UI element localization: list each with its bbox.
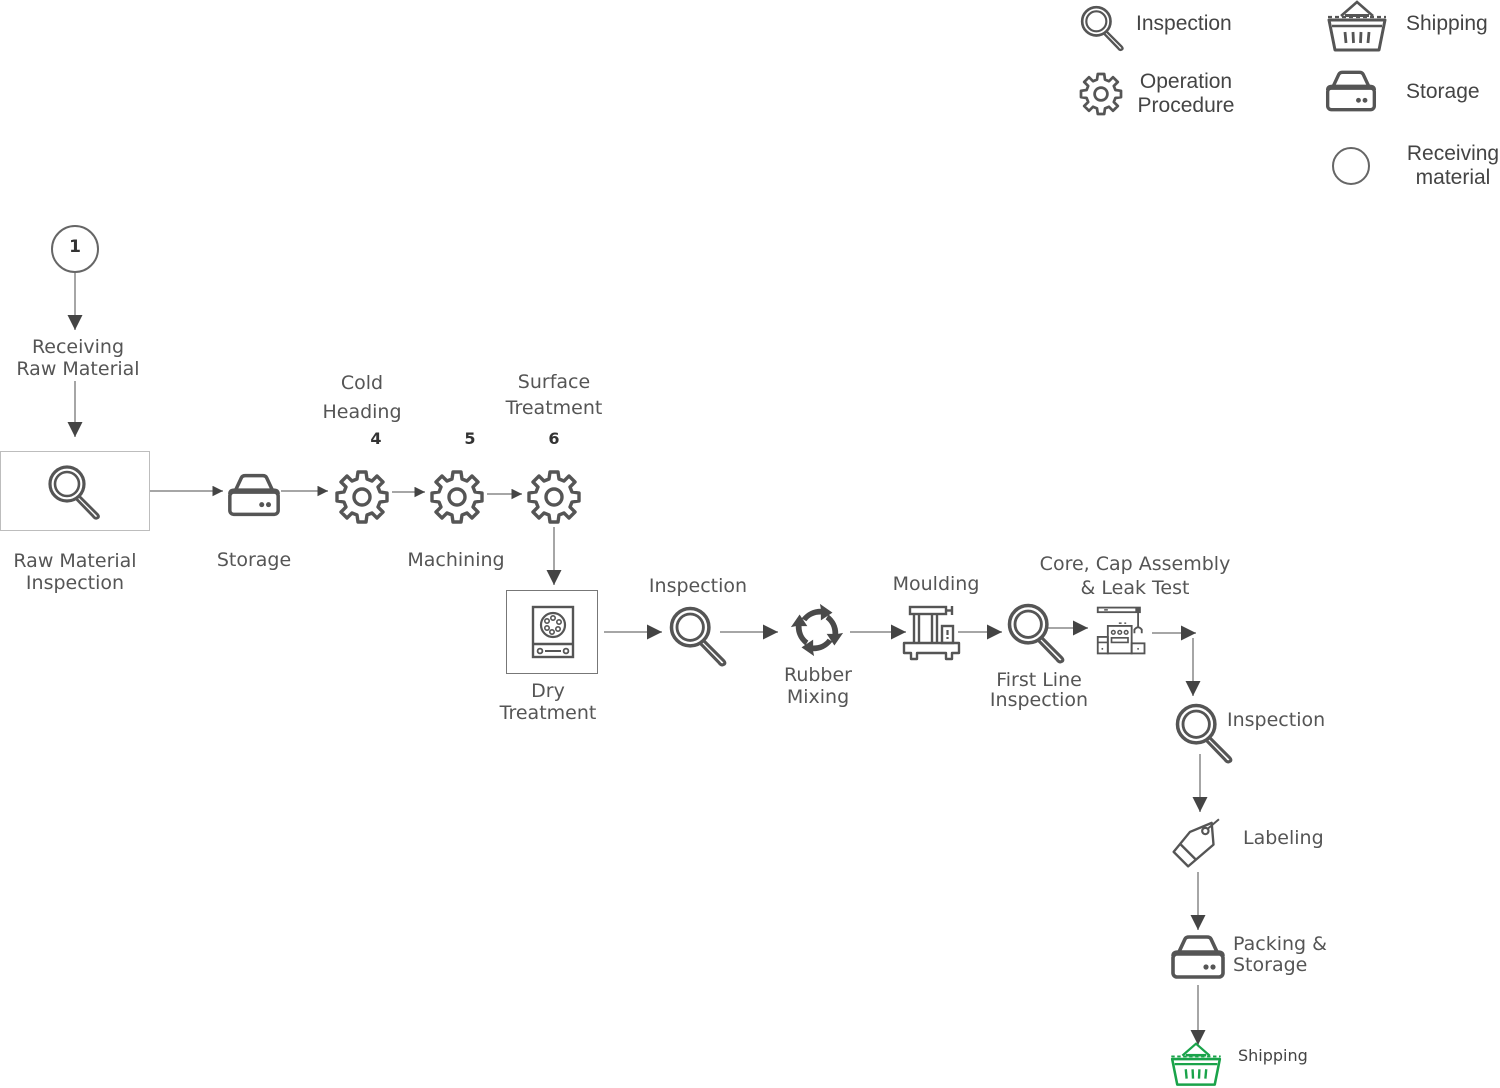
step-label-raw-inspection: Raw Material Inspection <box>13 550 137 594</box>
assembly-machine-icon[interactable] <box>1095 603 1150 658</box>
moulding-machine-icon[interactable] <box>902 601 962 661</box>
dryer-icon <box>530 604 576 660</box>
magnifier-icon <box>45 462 105 522</box>
step-number-6: 6 <box>548 429 560 448</box>
step-label-moulding: Moulding <box>892 573 980 595</box>
tag-icon[interactable] <box>1170 812 1228 870</box>
step-label-assembly-leak-test: Core, Cap Assembly & Leak Test <box>1039 553 1231 599</box>
basket-icon[interactable] <box>1167 1042 1225 1088</box>
legend-circle-icon <box>1332 147 1370 185</box>
gear-icon[interactable] <box>427 467 487 527</box>
step-label-cold-heading: Cold Heading <box>322 372 402 423</box>
magnifier-icon[interactable] <box>1004 600 1070 666</box>
legend-label-shipping: Shipping <box>1406 12 1488 35</box>
step-label-shipping: Shipping <box>1238 1046 1308 1065</box>
step-label-surface-treatment: Surface Treatment <box>505 371 603 419</box>
legend-label-receiving-material: Receiving material <box>1406 142 1500 189</box>
legend-label-operation-procedure: Operation Procedure <box>1137 70 1235 117</box>
step-label-inspection-2: Inspection <box>1227 709 1326 731</box>
step-label-inspection-1: Inspection <box>648 575 748 597</box>
step-label-labeling: Labeling <box>1243 827 1324 849</box>
legend-label-storage: Storage <box>1406 80 1480 103</box>
step-label-rubber-mixing: Rubber Mixing <box>783 664 852 708</box>
step-label-packing-storage: Packing & Storage <box>1233 933 1327 976</box>
start-number: 1 <box>69 237 81 257</box>
step-label-dry-treatment: Dry Treatment <box>499 680 597 724</box>
storage-drive-icon[interactable] <box>1168 933 1228 981</box>
step-raw-inspection[interactable] <box>0 451 150 531</box>
step-number-5: 5 <box>464 429 476 448</box>
start-node[interactable]: 1 <box>50 224 100 274</box>
cycle-arrows-icon[interactable] <box>788 601 846 659</box>
storage-drive-icon[interactable] <box>225 472 283 518</box>
legend-label-inspection: Inspection <box>1136 12 1232 35</box>
step-label-first-line-inspection: First Line Inspection <box>989 669 1089 711</box>
step-number-4: 4 <box>370 429 382 448</box>
gear-icon[interactable] <box>332 467 392 527</box>
step-dry-treatment[interactable] <box>506 590 598 674</box>
gear-icon[interactable] <box>524 467 584 527</box>
step-label-receiving: Receiving Raw Material <box>16 336 140 380</box>
circle-icon <box>51 225 99 273</box>
step-label-storage: Storage <box>216 549 292 571</box>
magnifier-icon[interactable] <box>666 603 732 669</box>
step-label-machining: Machining <box>407 549 505 571</box>
